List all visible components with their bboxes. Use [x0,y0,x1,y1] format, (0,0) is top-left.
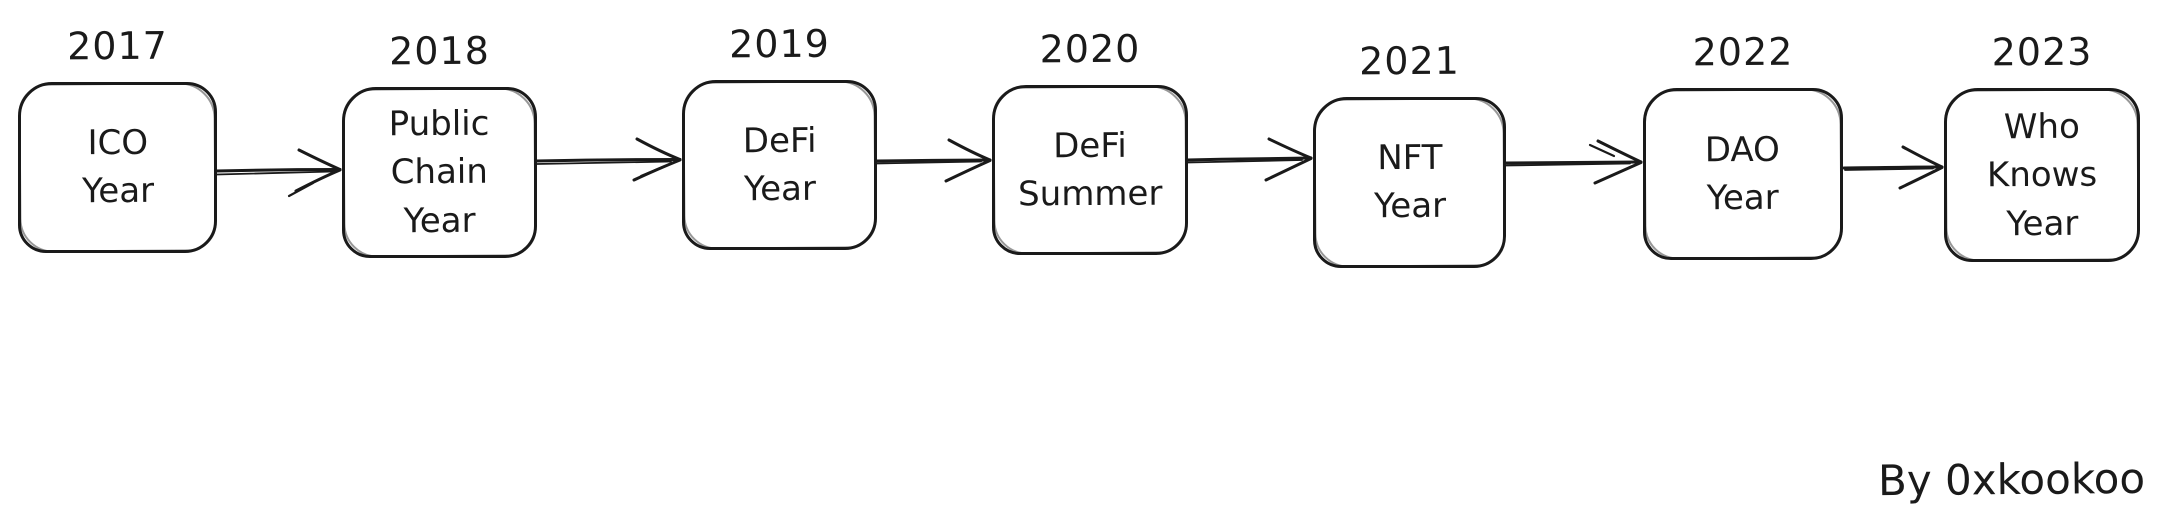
arrow-right-icon [1842,145,1944,190]
era-box: DAO Year [1643,88,1843,260]
timeline-node-2021: 2021 NFT Year [1313,39,1506,268]
year-label: 2022 [1692,29,1794,75]
arrow-right-icon [1503,139,1643,185]
year-label: 2019 [728,21,831,67]
timeline-node-2022: 2022 DAO Year [1643,30,1843,260]
year-label: 2023 [1991,29,2093,75]
timeline-node-2023: 2023 Who Knows Year [1944,30,2140,262]
era-box: NFT Year [1313,97,1506,268]
timeline-node-2019: 2019 DeFi Year [682,22,877,250]
arrow-right-icon [1185,137,1313,182]
year-label: 2017 [66,23,169,69]
era-label: NFT Year [1373,138,1446,227]
arrow-right-icon [874,138,992,183]
era-box: DeFi Summer [992,85,1188,255]
era-label: Who Knows Year [1986,106,2098,244]
era-label: DAO Year [1705,129,1781,219]
year-label: 2021 [1358,38,1461,84]
era-label: DeFi Summer [1017,125,1163,215]
year-label: 2020 [1039,26,1141,72]
arrow-right-icon [534,137,682,182]
era-box: Who Knows Year [1944,88,2140,262]
signature: By 0xkookoo [1877,453,2146,506]
timeline-node-2018: 2018 Public Chain Year [342,29,537,258]
era-label: DeFi Year [742,120,817,210]
era-box: Public Chain Year [342,87,537,258]
era-label: Public Chain Year [388,103,490,241]
year-label: 2018 [388,28,491,74]
timeline-node-2020: 2020 DeFi Summer [992,27,1188,255]
era-label: ICO Year [81,123,154,212]
arrow-right-icon [214,148,342,198]
era-box: ICO Year [18,82,217,253]
era-box: DeFi Year [682,80,877,250]
timeline-node-2017: 2017 ICO Year [18,24,217,253]
